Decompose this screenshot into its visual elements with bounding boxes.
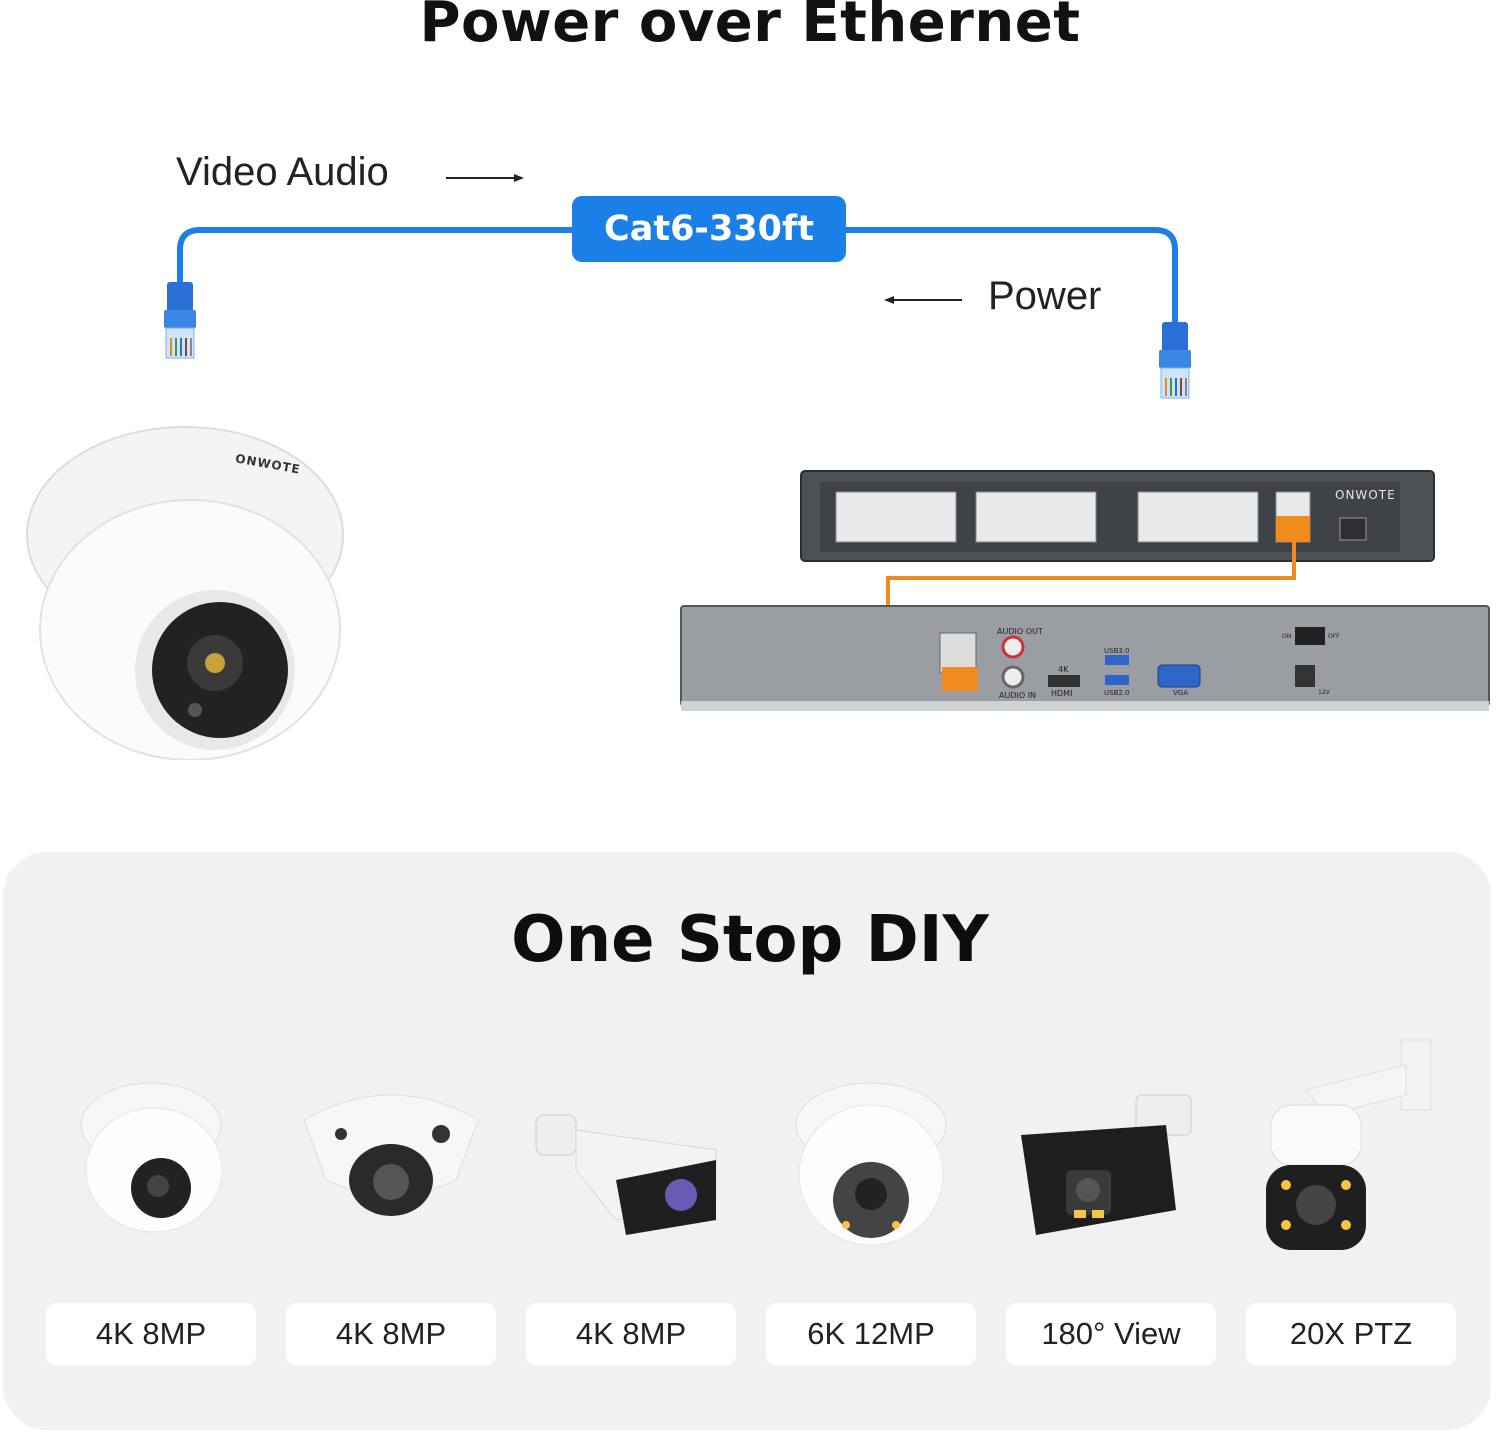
- diy-title: One Stop DIY: [511, 903, 989, 977]
- on-label: ON: [1282, 633, 1292, 640]
- off-label: OFF: [1328, 633, 1340, 640]
- cable-badge: Cat6-330ft: [572, 196, 846, 262]
- panoramic-bullet-camera-icon: [1006, 1060, 1216, 1260]
- page-title: Power over Ethernet: [419, 0, 1081, 55]
- poe-switch: ONWOTE: [800, 470, 1435, 562]
- usb3-label: USB3.0: [1104, 647, 1130, 655]
- audio-in-label: AUDIO IN: [999, 691, 1037, 700]
- hdmi-label: HDMI: [1051, 689, 1073, 698]
- nvr-recorder: AUDIO OUT AUDIO IN 4K HDMI USB3.0 USB2.0…: [680, 605, 1490, 713]
- switch-brand-logo: ONWOTE: [1335, 488, 1396, 502]
- spec-label: 180° View: [1006, 1303, 1216, 1365]
- spec-label: 20X PTZ: [1246, 1303, 1456, 1365]
- ptz-camera-icon: [1246, 1035, 1456, 1260]
- rj45-connector-icon: [1159, 322, 1191, 399]
- left-arrow-icon: [884, 296, 962, 304]
- dome-camera-icon: [286, 1060, 496, 1260]
- resolution-label: 4K: [1058, 665, 1069, 674]
- turret-camera-icon: ONWOTE: [20, 425, 350, 760]
- voltage-label: 12V: [1318, 689, 1330, 696]
- vga-label: VGA: [1173, 689, 1189, 697]
- power-label: Power: [988, 274, 1102, 318]
- rj45-connector-icon: [164, 282, 196, 359]
- spec-label: 4K 8MP: [46, 1303, 256, 1365]
- video-audio-label: Video Audio: [176, 150, 389, 194]
- bullet-camera-icon: [526, 1060, 736, 1260]
- color-turret-camera-icon: [766, 1060, 976, 1260]
- spec-label: 6K 12MP: [766, 1303, 976, 1365]
- usb2-label: USB2.0: [1104, 689, 1130, 697]
- audio-out-label: AUDIO OUT: [997, 627, 1043, 636]
- turret-camera-icon: [46, 1060, 256, 1260]
- spec-label: 4K 8MP: [286, 1303, 496, 1365]
- spec-label: 4K 8MP: [526, 1303, 736, 1365]
- right-arrow-icon: [446, 174, 524, 182]
